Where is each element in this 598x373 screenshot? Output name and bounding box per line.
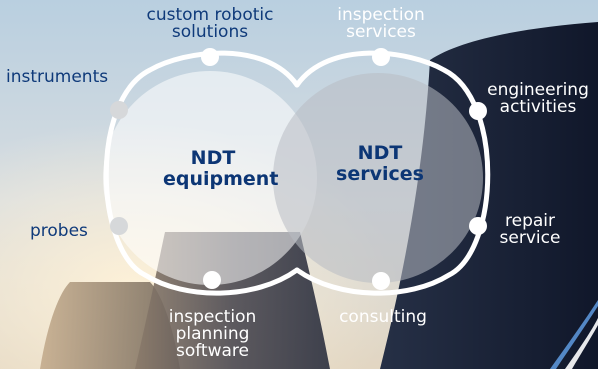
node-instruments xyxy=(110,101,128,119)
ring-nodes xyxy=(110,48,487,290)
label-inspection-planning-software: inspection planning software xyxy=(168,307,257,361)
label-repair-service: repair service xyxy=(499,211,561,248)
node-planning-software xyxy=(203,271,221,289)
node-repair xyxy=(469,217,487,235)
label-inspection-services: inspection services xyxy=(337,5,425,42)
node-custom-robotic xyxy=(201,48,219,66)
equipment-circle xyxy=(103,71,317,285)
ring-left xyxy=(103,50,300,296)
node-consulting xyxy=(372,272,390,290)
label-instruments: instruments xyxy=(6,67,109,87)
services-label: NDT services xyxy=(336,142,424,185)
node-inspection-services xyxy=(372,48,390,66)
label-custom-robotic-solutions: custom robotic solutions xyxy=(146,5,274,42)
node-probes xyxy=(110,217,128,235)
equipment-label: NDT equipment xyxy=(163,147,279,190)
label-probes: probes xyxy=(30,221,88,241)
services-circle xyxy=(273,73,483,283)
label-engineering-activities: engineering activities xyxy=(487,80,589,117)
label-consulting: consulting xyxy=(339,307,427,327)
node-engineering xyxy=(469,102,487,120)
